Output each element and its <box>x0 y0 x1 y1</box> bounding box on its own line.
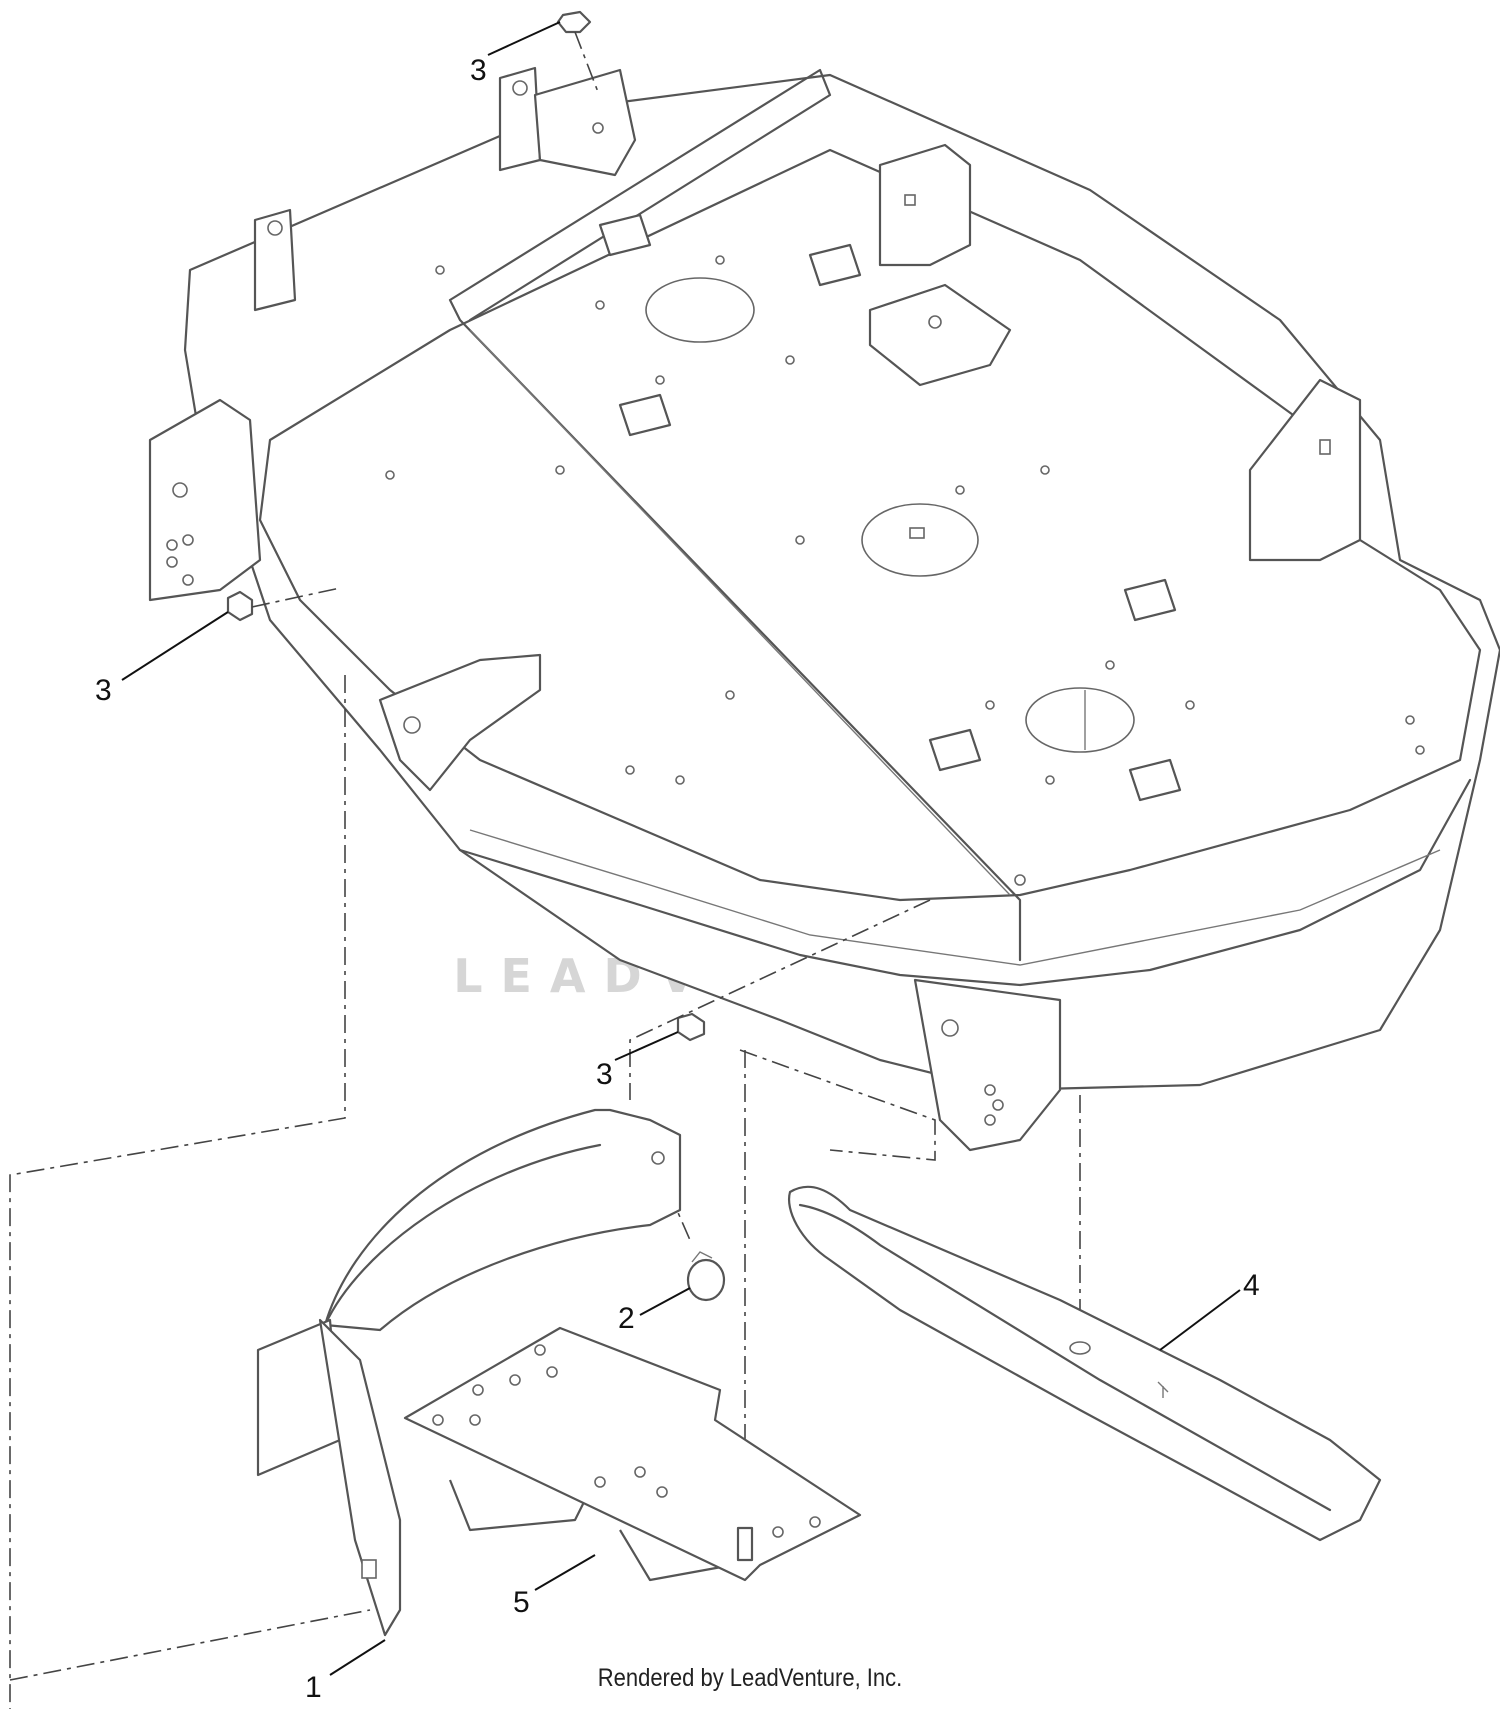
center-channel <box>448 68 1022 962</box>
callout-3-center: 3 <box>596 1058 613 1091</box>
mower-deck <box>148 66 1500 1152</box>
clip-1 <box>598 213 652 257</box>
callout-5: 5 <box>513 1586 530 1619</box>
part-4-blade <box>787 1185 1382 1542</box>
callout-4: 4 <box>1243 1269 1260 1302</box>
left-height-plate <box>148 398 262 602</box>
nut-center <box>676 1012 706 1042</box>
part-5-plate <box>403 1326 862 1582</box>
callout-2: 2 <box>618 1302 635 1335</box>
rear-plate <box>533 68 637 177</box>
mounting-plate <box>403 1326 862 1582</box>
baffle-arc <box>323 1108 682 1332</box>
blade-center-hole <box>1069 1341 1091 1355</box>
rear-left-bracket <box>253 208 297 312</box>
clip-3 <box>618 393 672 437</box>
front-left-bracket <box>378 653 542 792</box>
nut-top <box>556 10 592 34</box>
blade-mark <box>1157 1381 1169 1398</box>
part-2-bolt <box>686 1251 726 1302</box>
clip-5 <box>928 728 982 772</box>
callout-leaders <box>121 21 1241 1676</box>
callout-3-top: 3 <box>470 54 487 87</box>
clip-6 <box>1128 758 1182 802</box>
callout-labels: 3 3 3 2 4 5 1 <box>95 54 1260 1704</box>
deck-skirt-edge <box>458 778 1472 987</box>
pulley-plate <box>868 283 1012 387</box>
spindle-opening-right <box>1025 687 1135 753</box>
baffle-lower-arm <box>318 1318 402 1637</box>
plate-bracket-1 <box>448 1479 591 1532</box>
spindle-opening-left <box>645 277 755 343</box>
right-side-bracket <box>1248 378 1362 562</box>
part-1-baffle <box>256 1108 682 1637</box>
clip-4 <box>1123 578 1177 622</box>
callout-1: 1 <box>305 1671 322 1704</box>
plate-stud <box>736 1526 754 1562</box>
baffle-hole <box>651 1151 665 1165</box>
footer-credit: Rendered by LeadVenture, Inc. <box>597 1664 903 1692</box>
clip-2 <box>808 243 862 287</box>
blade-body <box>787 1185 1382 1542</box>
callout-3-left: 3 <box>95 674 112 707</box>
right-rear-bracket <box>878 143 972 267</box>
spindle-opening-center <box>861 503 979 577</box>
bolt-head <box>686 1258 726 1302</box>
nut-left <box>226 590 254 622</box>
